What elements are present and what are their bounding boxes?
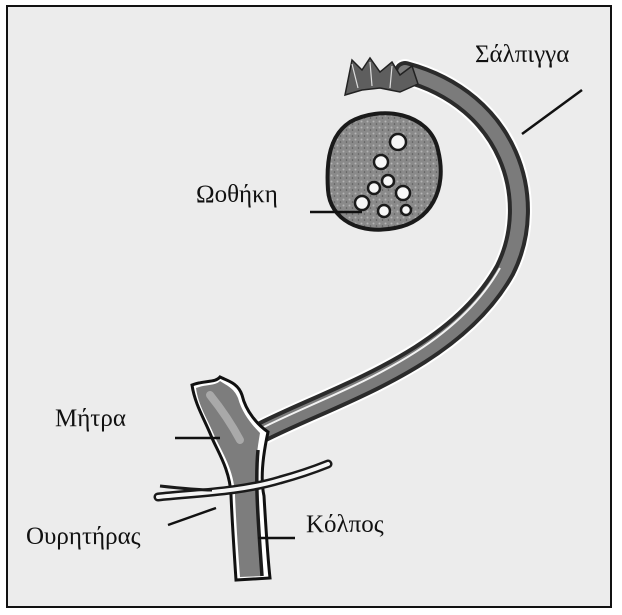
- label-salpinx: Σάλπιγγα: [475, 42, 569, 67]
- leader-salpinx: [522, 90, 582, 134]
- label-vagina: Κόλπος: [306, 512, 384, 537]
- leader-ureter: [168, 508, 216, 525]
- label-uterus: Μήτρα: [55, 406, 126, 431]
- label-ovary: Ωοθήκη: [196, 182, 278, 207]
- uterus-vagina: [192, 377, 270, 580]
- label-ureter: Ουρητήρας: [26, 524, 141, 549]
